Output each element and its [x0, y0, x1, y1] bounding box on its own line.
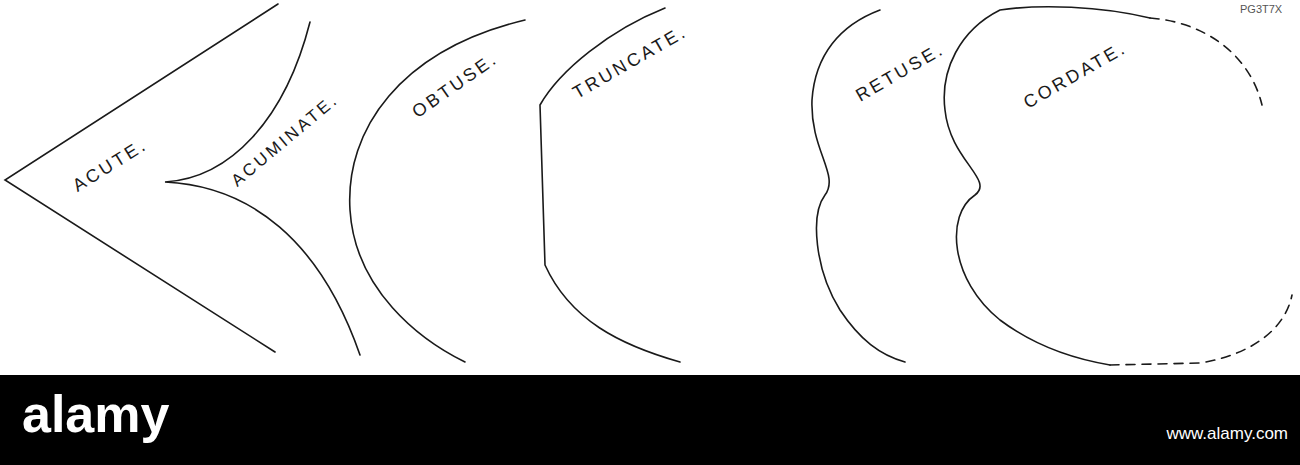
cordate-outline [944, 7, 1150, 365]
cordate-dashed-outline [1150, 18, 1262, 105]
apex-term: ACUTE. [70, 135, 151, 195]
apex-term: TRUNCATE. [570, 22, 690, 102]
watermark-band [0, 375, 1300, 465]
apex-term: OBTUSE. [409, 49, 501, 121]
acuminate-outline [165, 22, 360, 355]
apex-term: ACUMINATE. [228, 91, 341, 190]
obtuse-outline [350, 20, 525, 362]
watermark-url: www.alamy.com [1166, 425, 1288, 442]
image-id: PG3T7X [1240, 4, 1282, 15]
apex-term: CORDATE. [1020, 38, 1129, 111]
retuse-outline [812, 10, 905, 362]
watermark-logo: alamy [22, 388, 169, 440]
apex-term: RETUSE. [853, 39, 948, 104]
truncate-outline [540, 8, 680, 362]
cordate-dashed-outline [1110, 295, 1292, 365]
